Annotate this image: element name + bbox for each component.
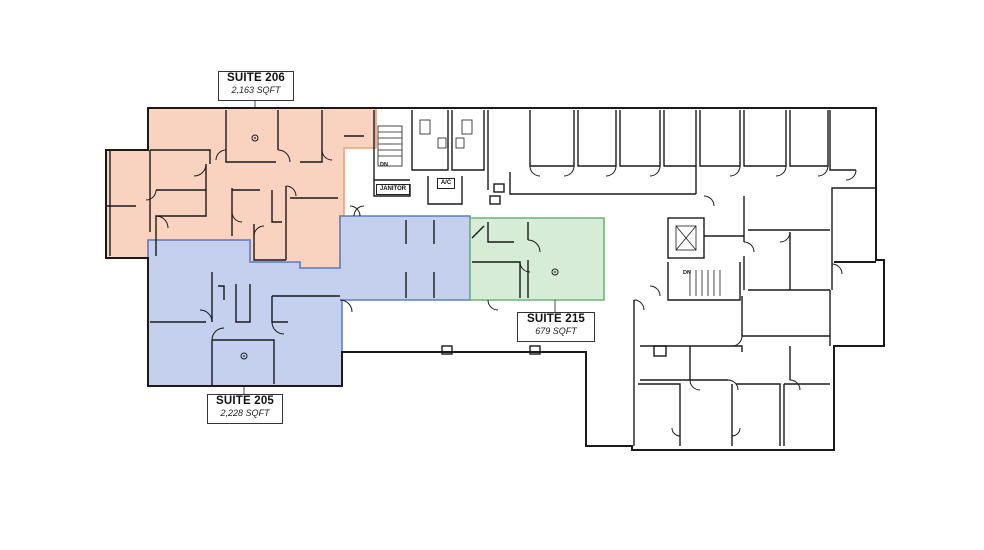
janitor-label: JANITOR: [376, 184, 410, 195]
suite-206-callout[interactable]: SUITE 206 2,163 SQFT: [218, 71, 294, 101]
door-swings: [145, 149, 857, 437]
suite-205-area-label: 2,228 SQFT: [220, 408, 270, 419]
east-wing-walls: [667, 187, 876, 346]
core-walls: [373, 110, 505, 205]
corridor-columns: [441, 195, 541, 355]
suite-markers: [240, 134, 559, 360]
southeast-offices-walls: [633, 300, 830, 446]
suite-206-name: SUITE 206: [226, 72, 286, 84]
suite-215-name: SUITE 215: [526, 313, 586, 325]
suite-205-callout[interactable]: SUITE 205 2,228 SQFT: [207, 394, 283, 424]
building-outline: [105, 107, 885, 451]
stair-dn-label-left: DN: [380, 162, 388, 168]
stair-dn-label-right: DN: [683, 270, 691, 276]
suite-206-area-label: 2,163 SQFT: [231, 85, 281, 96]
suite-205-walls: [150, 220, 435, 386]
suite-205-name: SUITE 205: [215, 395, 275, 407]
north-offices-walls: [509, 110, 856, 195]
suite-206-walls: [106, 110, 364, 261]
suite-215-area[interactable]: [469, 217, 605, 301]
suite-215-callout[interactable]: SUITE 215 679 SQFT: [517, 312, 595, 342]
suite-215-area-label: 679 SQFT: [535, 326, 577, 337]
ac-label: A/C: [437, 178, 455, 189]
callout-leaders: [243, 100, 556, 394]
